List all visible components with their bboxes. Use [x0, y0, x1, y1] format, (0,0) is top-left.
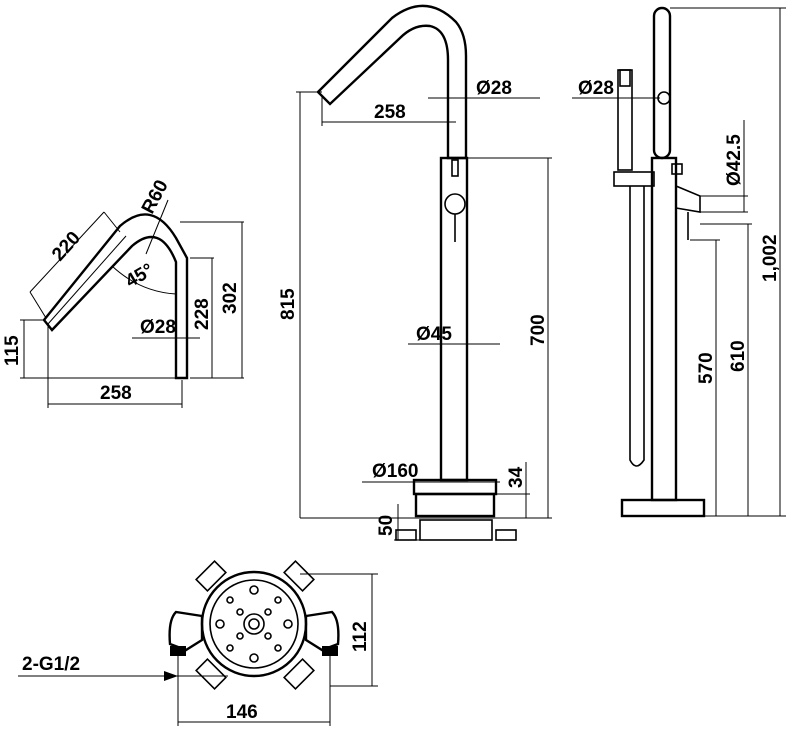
bolt-holes — [215, 585, 293, 663]
side-handle — [675, 184, 701, 213]
dim-o28-side: Ø28 — [578, 78, 614, 99]
side-base — [620, 498, 706, 518]
side-spout-pipe — [652, 6, 672, 160]
dim-302: 302 — [220, 282, 241, 314]
dim-o28-front: Ø28 — [476, 78, 512, 99]
mounting-ears — [195, 560, 315, 690]
dim-45: 45° — [122, 260, 157, 293]
dim-1002: 1,002 — [760, 234, 781, 282]
dim-50: 50 — [376, 515, 397, 536]
dim-815: 815 — [278, 288, 299, 320]
dim-228: 228 — [192, 298, 213, 330]
dim-146: 146 — [226, 702, 258, 723]
dim-258-front: 258 — [374, 102, 406, 123]
dim-115: 115 — [2, 335, 23, 366]
center-hole — [243, 613, 265, 635]
dim-258-spout: 258 — [100, 383, 132, 404]
dim-r60: R60 — [138, 177, 173, 218]
handle-knob — [444, 193, 466, 215]
side-body — [650, 156, 678, 502]
dim-34: 34 — [506, 466, 527, 488]
dim-o45: Ø45 — [416, 324, 452, 345]
base-plan: 112 146 2-G1/2 — [18, 560, 378, 726]
angle-arc — [111, 265, 177, 295]
dim-570: 570 — [696, 352, 717, 384]
mounting-bracket — [419, 519, 493, 541]
shower-holder — [613, 171, 655, 187]
gooseneck-spout — [316, 4, 468, 160]
side-view: Ø28 Ø42.5 1,002 610 570 — [572, 6, 786, 518]
base-flange — [414, 492, 496, 518]
dim-112: 112 — [350, 621, 371, 652]
dim-610: 610 — [728, 340, 749, 372]
mounting-plate — [200, 570, 308, 678]
inlet-left — [168, 610, 204, 652]
dim-o42-5: Ø42.5 — [724, 134, 745, 186]
inlet-right — [304, 610, 340, 652]
spout-outline — [42, 213, 189, 380]
shower-hose — [629, 186, 645, 467]
spout-centerline — [47, 235, 127, 325]
dim-700: 700 — [528, 314, 549, 346]
spout-detail: 220 R60 45° 302 228 Ø28 115 258 — [2, 177, 244, 408]
dim-o160: Ø160 — [372, 461, 418, 482]
dim-220: 220 — [48, 228, 85, 266]
dim-220-line — [29, 211, 105, 293]
front-view: 258 Ø28 815 700 Ø45 Ø160 34 50 — [278, 4, 552, 541]
dim-connection: 2-G1/2 — [22, 654, 80, 675]
dim-r60-leader — [145, 199, 169, 255]
dim-o28-spout: Ø28 — [140, 317, 176, 338]
